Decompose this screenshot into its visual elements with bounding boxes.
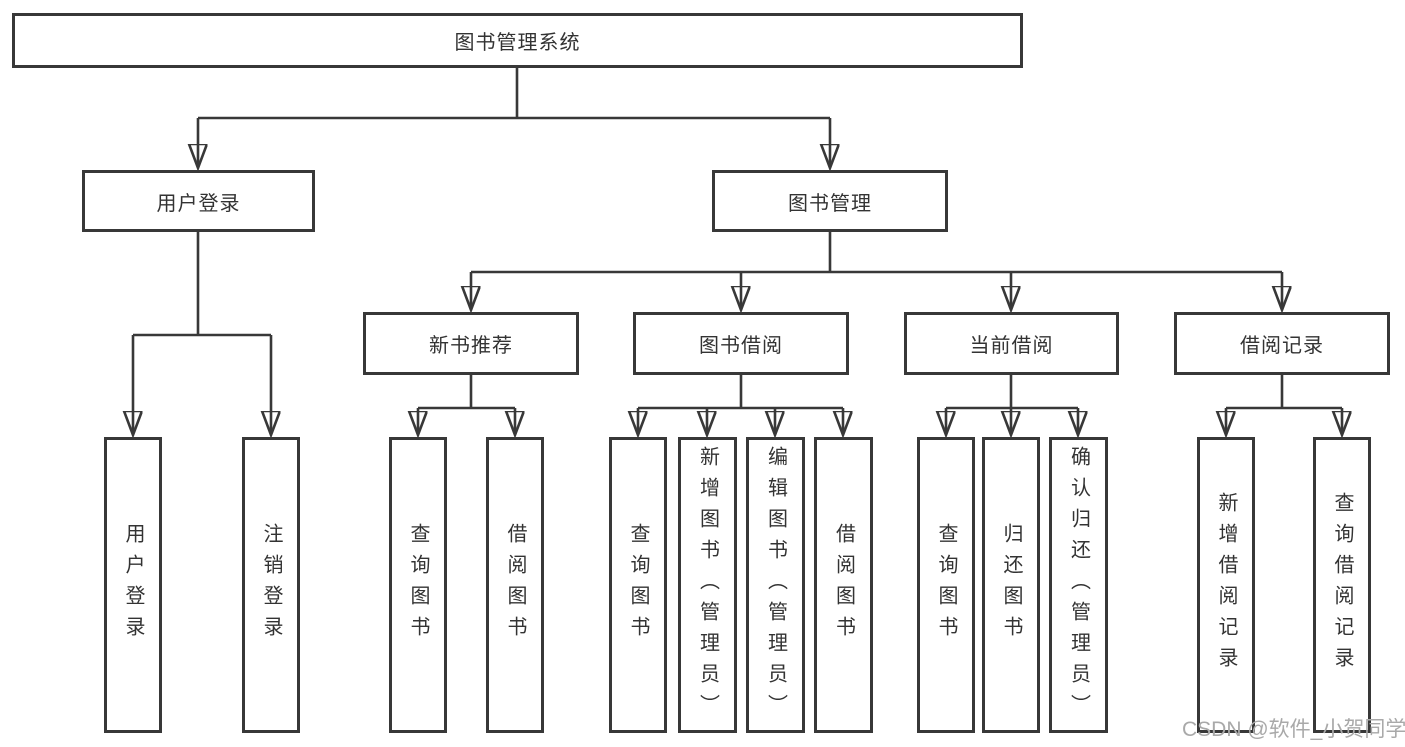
leaf-label: 注销登录 (260, 523, 282, 647)
node-book-borrow: 图书借阅 (633, 312, 849, 375)
leaf-label: 编辑图书（管理员） (764, 445, 787, 725)
leaf-label: 借阅图书 (504, 523, 526, 647)
node-current-borrow: 当前借阅 (904, 312, 1119, 375)
leaf-user-login: 用户登录 (104, 437, 162, 733)
watermark-text: CSDN @软件_小贺同学 (1182, 718, 1405, 741)
leaf-label: 用户登录 (122, 523, 144, 647)
leaf-label: 新增借阅记录 (1215, 492, 1237, 678)
leaf-query-borrow-record: 查询借阅记录 (1313, 437, 1371, 733)
node-new-book-recommend: 新书推荐 (363, 312, 579, 375)
leaf-label: 归还图书 (1000, 523, 1022, 647)
node-library-management-system: 图书管理系统 (12, 13, 1023, 68)
leaf-label: 新增图书（管理员） (696, 445, 719, 725)
leaf-query-book-recommend: 查询图书 (389, 437, 447, 733)
leaf-confirm-return-admin: 确认归还（管理员） (1049, 437, 1108, 733)
leaf-query-book-borrow: 查询图书 (609, 437, 667, 733)
leaf-query-book-current: 查询图书 (917, 437, 975, 733)
leaf-borrow-book: 借阅图书 (814, 437, 873, 733)
leaf-add-borrow-record: 新增借阅记录 (1197, 437, 1255, 733)
leaf-add-book-admin: 新增图书（管理员） (678, 437, 737, 733)
leaf-label: 借阅图书 (832, 523, 855, 647)
leaf-edit-book-admin: 编辑图书（管理员） (746, 437, 805, 733)
leaf-label: 查询图书 (935, 523, 957, 647)
node-borrow-record: 借阅记录 (1174, 312, 1390, 375)
leaf-borrow-book-recommend: 借阅图书 (486, 437, 544, 733)
leaf-logout-login: 注销登录 (242, 437, 300, 733)
leaf-label: 查询图书 (407, 523, 429, 647)
leaf-label: 查询图书 (627, 523, 649, 647)
node-user-login-branch: 用户登录 (82, 170, 315, 232)
leaf-return-book: 归还图书 (982, 437, 1040, 733)
node-book-management-branch: 图书管理 (712, 170, 948, 232)
leaf-label: 查询借阅记录 (1331, 492, 1353, 678)
leaf-label: 确认归还（管理员） (1067, 445, 1090, 725)
